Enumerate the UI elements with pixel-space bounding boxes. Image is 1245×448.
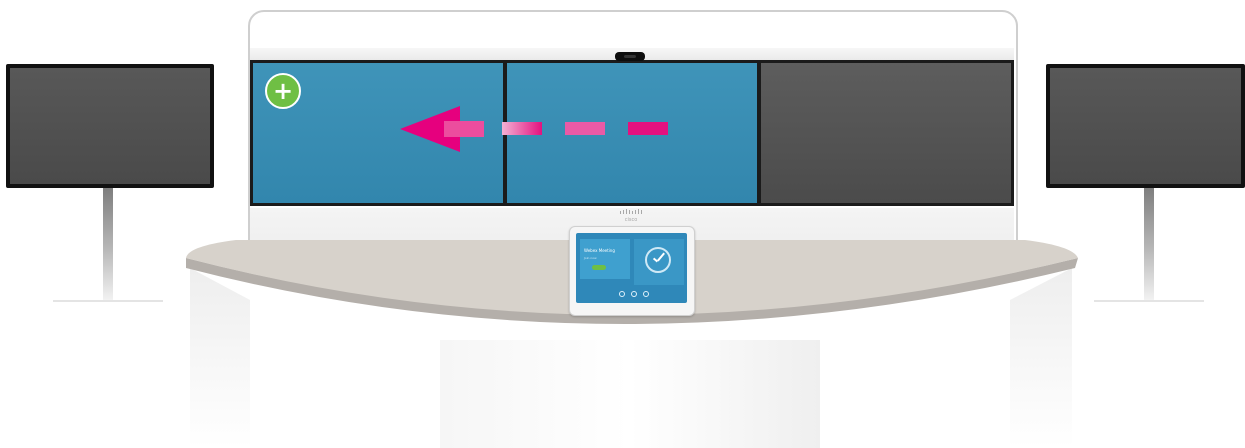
table-skirt-left: [190, 268, 250, 448]
table-skirt-right: [1010, 268, 1072, 448]
touch-panel[interactable]: Webex Meeting Join now: [569, 226, 695, 316]
touch-panel-title: Webex Meeting: [584, 249, 615, 253]
touch-panel-join-button[interactable]: [592, 265, 606, 270]
touch-panel-subtitle: Join now: [584, 257, 597, 260]
share-icon[interactable]: [643, 291, 649, 297]
table-center-support: [440, 340, 820, 448]
call-icon[interactable]: [619, 291, 625, 297]
touch-panel-screen[interactable]: Webex Meeting Join now: [576, 233, 687, 303]
touch-panel-meeting-card[interactable]: Webex Meeting Join now: [580, 239, 630, 279]
home-icon[interactable]: [631, 291, 637, 297]
clock-icon: [645, 247, 671, 273]
touch-panel-clock-card: [634, 239, 684, 285]
